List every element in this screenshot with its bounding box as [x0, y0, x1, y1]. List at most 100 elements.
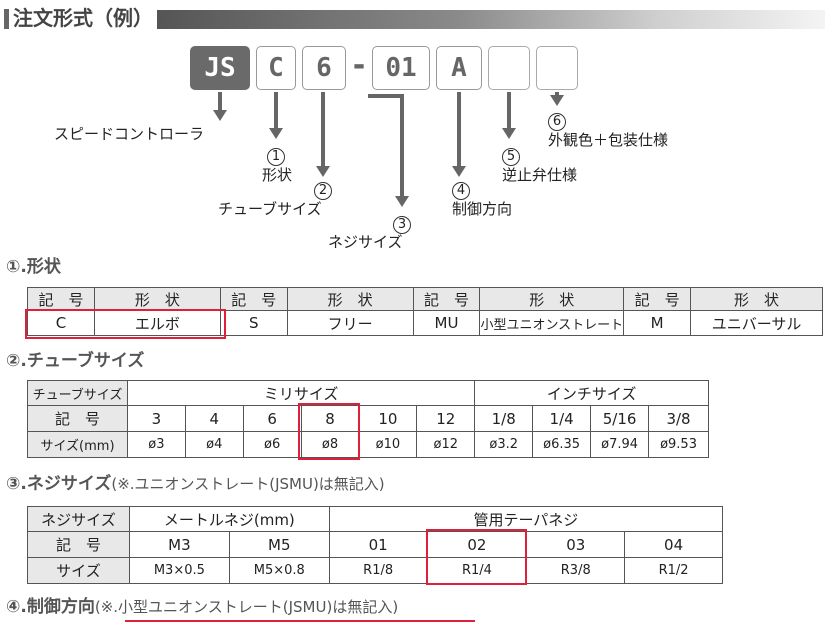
- thread-corner-header: ネジサイズ: [27, 506, 130, 532]
- label-speed-controller: スピードコントローラ: [54, 125, 205, 143]
- tube-symbol: 6: [242, 405, 302, 432]
- tube-symbol: 3: [126, 405, 186, 432]
- thread-symbol: 04: [624, 531, 723, 558]
- row-header-size: サイズ(mm): [27, 431, 128, 458]
- tube-symbol: 10: [358, 405, 418, 432]
- header-symbol: 記 号: [27, 287, 95, 311]
- header-accent-bar: [4, 9, 9, 29]
- callout-number-3: 3: [393, 216, 411, 234]
- tube-size: ø6.35: [532, 431, 592, 458]
- arrow-head-4: [452, 166, 466, 177]
- section-title-tube: ②.チューブサイズ: [6, 351, 145, 371]
- callout-number-5: 5: [502, 148, 520, 166]
- label-tube-size: チューブサイズ: [218, 200, 322, 218]
- arrow-head-5: [502, 128, 516, 139]
- tube-symbol: 8: [300, 405, 360, 432]
- shape-name: フリー: [286, 310, 414, 336]
- shape-code: C: [27, 310, 95, 336]
- shape-code: S: [219, 310, 288, 336]
- label-control-direction: 制御方向: [452, 200, 513, 218]
- tube-symbol: 5/16: [590, 405, 650, 432]
- shape-table: 記 号 形 状 記 号 形 状 記 号 形 状 記 号 形 状 C エルボ S …: [27, 287, 823, 336]
- thread-size: R1/4: [426, 557, 528, 584]
- header-gradient-bar: [157, 10, 825, 29]
- tube-symbol: 4: [184, 405, 244, 432]
- section-title-control: ④.制御方向(※.小型ユニオンストレート(JSMU)は無記入): [6, 596, 398, 618]
- header-symbol: 記 号: [412, 287, 481, 311]
- arrow-line-3: [400, 94, 404, 198]
- highlight-thread-selection: [426, 529, 527, 585]
- shape-code: M: [623, 310, 692, 336]
- tube-size: ø9.53: [648, 431, 709, 458]
- code-box-thread: 01: [372, 46, 430, 90]
- header-symbol: 記 号: [219, 287, 288, 311]
- tube-size: ø7.94: [590, 431, 650, 458]
- highlight-shape-selection: [25, 309, 226, 339]
- inch-size-header: インチサイズ: [474, 380, 709, 406]
- highlight-control-underline: [125, 620, 475, 622]
- label-check-valve: 逆止弁仕様: [502, 166, 578, 184]
- arrow-line-1: [274, 92, 278, 130]
- callout-number-6: 6: [548, 113, 566, 131]
- label-thread-size: ネジサイズ: [328, 233, 403, 251]
- callout-number-1: 1: [267, 148, 285, 166]
- pipe-thread-header: 管用テーパネジ: [328, 506, 724, 532]
- row-header-symbol: 記 号: [27, 531, 130, 558]
- header-shape: 形 状: [479, 287, 625, 311]
- callout-number-2: 2: [314, 182, 332, 200]
- tube-symbol: 1/8: [474, 405, 534, 432]
- thread-note: (※.ユニオンストレート(JSMU)は無記入): [111, 475, 385, 493]
- tube-size: ø4: [184, 431, 244, 458]
- arrow-line-5: [507, 92, 511, 130]
- tube-corner-header: チューブサイズ: [27, 380, 128, 406]
- tube-size: ø12: [416, 431, 476, 458]
- tube-symbol: 12: [416, 405, 476, 432]
- tube-size: ø10: [358, 431, 418, 458]
- code-dash: -: [350, 48, 369, 83]
- tube-table: チューブサイズ ミリサイズ インチサイズ 記 号 3 4 6 8 10 12 1…: [27, 380, 709, 458]
- shape-name: エルボ: [93, 310, 221, 336]
- callout-number-4: 4: [452, 182, 470, 200]
- shape-name: 小型ユニオンストレート: [479, 310, 625, 336]
- header-symbol: 記 号: [623, 287, 692, 311]
- tube-symbol: 1/4: [532, 405, 592, 432]
- arrow-head-series: [213, 110, 227, 121]
- row-header-size: サイズ: [27, 557, 130, 584]
- header-shape: 形 状: [690, 287, 823, 311]
- control-title-text: ④.制御方向: [6, 597, 95, 617]
- thread-size: R3/8: [526, 557, 626, 584]
- thread-size: M5×0.8: [228, 557, 330, 584]
- arrow-line-series: [218, 92, 222, 112]
- thread-size: R1/8: [328, 557, 428, 584]
- thread-size: R1/2: [624, 557, 723, 584]
- arrow-head-2: [316, 166, 330, 177]
- thread-symbol: M3: [128, 531, 230, 558]
- thread-title-text: ③.ネジサイズ: [6, 474, 112, 494]
- code-box-tube: 6: [302, 46, 346, 90]
- code-box-shape: C: [256, 46, 296, 90]
- arrow-line-4: [457, 92, 461, 168]
- metric-thread-header: メートルネジ(mm): [128, 506, 330, 532]
- section-title-shape: ①.形状: [6, 257, 61, 277]
- arrow-head-1: [269, 128, 283, 139]
- label-shape: 形状: [262, 166, 293, 184]
- shape-code: MU: [412, 310, 481, 336]
- thread-symbol: 02: [426, 531, 528, 558]
- tube-size: ø3.2: [474, 431, 534, 458]
- tube-size: ø8: [300, 431, 360, 458]
- arrow-line-2: [321, 92, 325, 168]
- thread-table: ネジサイズ メートルネジ(mm) 管用テーパネジ 記 号 M3 M5 01 02…: [27, 506, 724, 584]
- code-box-control: A: [436, 46, 482, 90]
- code-box-color-pack: [536, 46, 578, 90]
- arrow-hline-3: [368, 94, 402, 98]
- tube-size: ø3: [126, 431, 186, 458]
- header-shape: 形 状: [93, 287, 221, 311]
- code-box-check-valve: [488, 46, 530, 90]
- shape-name: ユニバーサル: [690, 310, 823, 336]
- arrow-head-6: [550, 95, 564, 106]
- arrow-line-6: [555, 92, 559, 97]
- thread-symbol: 01: [328, 531, 428, 558]
- page-title: 注文形式（例）: [13, 6, 153, 30]
- highlight-tube-selection: [298, 403, 360, 460]
- section-title-thread: ③.ネジサイズ(※.ユニオンストレート(JSMU)は無記入): [6, 473, 385, 495]
